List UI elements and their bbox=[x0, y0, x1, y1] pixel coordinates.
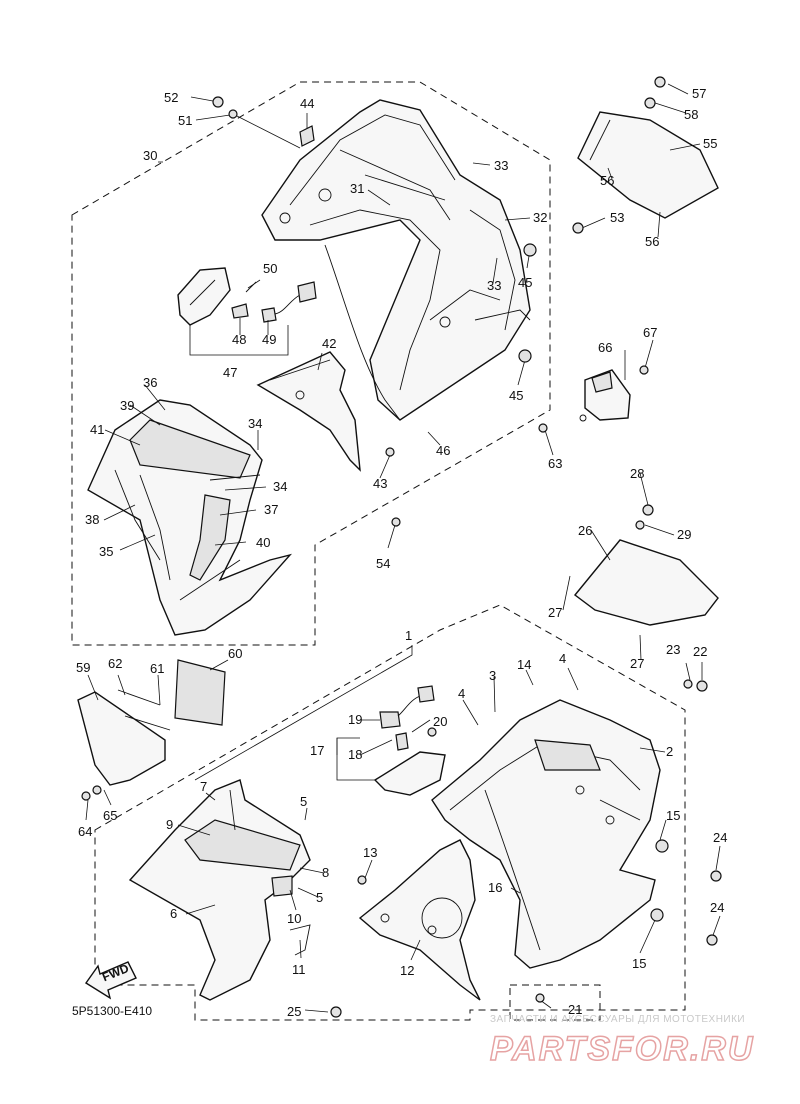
callout-13: 13 bbox=[363, 845, 377, 860]
callout-31: 31 bbox=[350, 181, 364, 196]
callout-12: 12 bbox=[400, 963, 414, 978]
callout-63: 63 bbox=[548, 456, 562, 471]
group-outlines bbox=[71, 81, 686, 1021]
callout-44: 44 bbox=[300, 96, 314, 111]
callout-11: 11 bbox=[292, 962, 306, 977]
callout-4b: 4 bbox=[458, 686, 465, 701]
callout-42: 42 bbox=[322, 336, 336, 351]
callout-55: 55 bbox=[703, 136, 717, 151]
callout-14: 14 bbox=[517, 657, 531, 672]
callout-33b: 33 bbox=[487, 278, 501, 293]
callout-64: 64 bbox=[78, 824, 92, 839]
callout-17: 17 bbox=[310, 743, 324, 758]
callout-57: 57 bbox=[692, 86, 706, 101]
callout-56a: 56 bbox=[600, 173, 614, 188]
inner-panel-part bbox=[256, 351, 361, 472]
windscreen-part bbox=[577, 111, 719, 219]
air-duct-part bbox=[87, 399, 293, 636]
callout-15b: 15 bbox=[632, 956, 646, 971]
callout-2: 2 bbox=[666, 744, 673, 759]
callout-48: 48 bbox=[232, 332, 246, 347]
callout-28: 28 bbox=[630, 466, 644, 481]
callout-25: 25 bbox=[287, 1004, 301, 1019]
lower-inner-panel-part bbox=[358, 839, 481, 1001]
lower-cowling-part bbox=[431, 699, 661, 969]
callout-52: 52 bbox=[164, 90, 178, 105]
callout-19: 19 bbox=[348, 712, 362, 727]
callout-32: 32 bbox=[533, 210, 547, 225]
callout-45a: 45 bbox=[518, 275, 532, 290]
callout-39: 39 bbox=[120, 398, 134, 413]
callout-9: 9 bbox=[166, 817, 173, 832]
fasteners bbox=[81, 76, 722, 1018]
callout-7: 7 bbox=[200, 779, 207, 794]
callout-26: 26 bbox=[578, 523, 592, 538]
callout-20: 20 bbox=[433, 714, 447, 729]
callout-5b: 5 bbox=[316, 890, 323, 905]
callout-66: 66 bbox=[598, 340, 612, 355]
left-lower-side-part bbox=[128, 779, 311, 1001]
callout-62: 62 bbox=[108, 656, 122, 671]
watermark-logo: PARTSFOR.RU bbox=[490, 1030, 754, 1068]
callout-18: 18 bbox=[348, 747, 362, 762]
callout-47: 47 bbox=[223, 365, 237, 380]
callout-23: 23 bbox=[666, 642, 680, 657]
callout-4a: 4 bbox=[559, 651, 566, 666]
callout-61: 61 bbox=[150, 661, 164, 676]
callout-54: 54 bbox=[376, 556, 390, 571]
callout-37: 37 bbox=[264, 502, 278, 517]
callout-24a: 24 bbox=[713, 830, 727, 845]
callout-43: 43 bbox=[373, 476, 387, 491]
callout-27b: 27 bbox=[630, 656, 644, 671]
callout-33a: 33 bbox=[494, 158, 508, 173]
callout-22: 22 bbox=[693, 644, 707, 659]
callout-3: 3 bbox=[489, 668, 496, 683]
callout-51: 51 bbox=[178, 113, 192, 128]
headlight-bracket-part bbox=[177, 267, 317, 326]
callout-41: 41 bbox=[90, 422, 104, 437]
callout-21: 21 bbox=[568, 1002, 582, 1017]
callout-15a: 15 bbox=[666, 808, 680, 823]
bracket-part bbox=[579, 369, 631, 422]
callout-50: 50 bbox=[263, 261, 277, 276]
callout-29: 29 bbox=[677, 527, 691, 542]
callout-49: 49 bbox=[262, 332, 276, 347]
diagram-code: 5P51300-E410 bbox=[72, 1004, 152, 1018]
callout-36: 36 bbox=[143, 375, 157, 390]
callout-38: 38 bbox=[85, 512, 99, 527]
fwd-arrow-icon: FWD bbox=[85, 961, 137, 1000]
callout-24b: 24 bbox=[710, 900, 724, 915]
small-panel-part bbox=[77, 659, 226, 786]
callout-67: 67 bbox=[643, 325, 657, 340]
callout-8: 8 bbox=[322, 865, 329, 880]
upper-cowling-part bbox=[261, 99, 531, 421]
callout-10: 10 bbox=[287, 911, 301, 926]
callout-labels: 52 51 44 30 31 33 32 33 45 50 48 49 47 4… bbox=[76, 86, 727, 1019]
callout-35: 35 bbox=[99, 544, 113, 559]
signal-lamp-part bbox=[373, 685, 446, 796]
callout-6: 6 bbox=[170, 906, 177, 921]
callout-46: 46 bbox=[436, 443, 450, 458]
callout-30: 30 bbox=[143, 148, 157, 163]
callout-53: 53 bbox=[610, 210, 624, 225]
callout-27a: 27 bbox=[548, 605, 562, 620]
watermark-tagline: ЗАПЧАСТИ И АКСЕССУАРЫ ДЛЯ МОТОТЕХНИКИ bbox=[490, 1014, 745, 1025]
callout-34b: 34 bbox=[273, 479, 287, 494]
callout-60: 60 bbox=[228, 646, 242, 661]
callout-58: 58 bbox=[684, 107, 698, 122]
callout-16: 16 bbox=[488, 880, 502, 895]
side-panel-part bbox=[573, 539, 719, 626]
callout-34a: 34 bbox=[248, 416, 262, 431]
callout-45b: 45 bbox=[509, 388, 523, 403]
callout-59: 59 bbox=[76, 660, 90, 675]
callout-40: 40 bbox=[256, 535, 270, 550]
callout-56b: 56 bbox=[645, 234, 659, 249]
callout-1: 1 bbox=[405, 628, 412, 643]
callout-65: 65 bbox=[103, 808, 117, 823]
callout-5a: 5 bbox=[300, 794, 307, 809]
